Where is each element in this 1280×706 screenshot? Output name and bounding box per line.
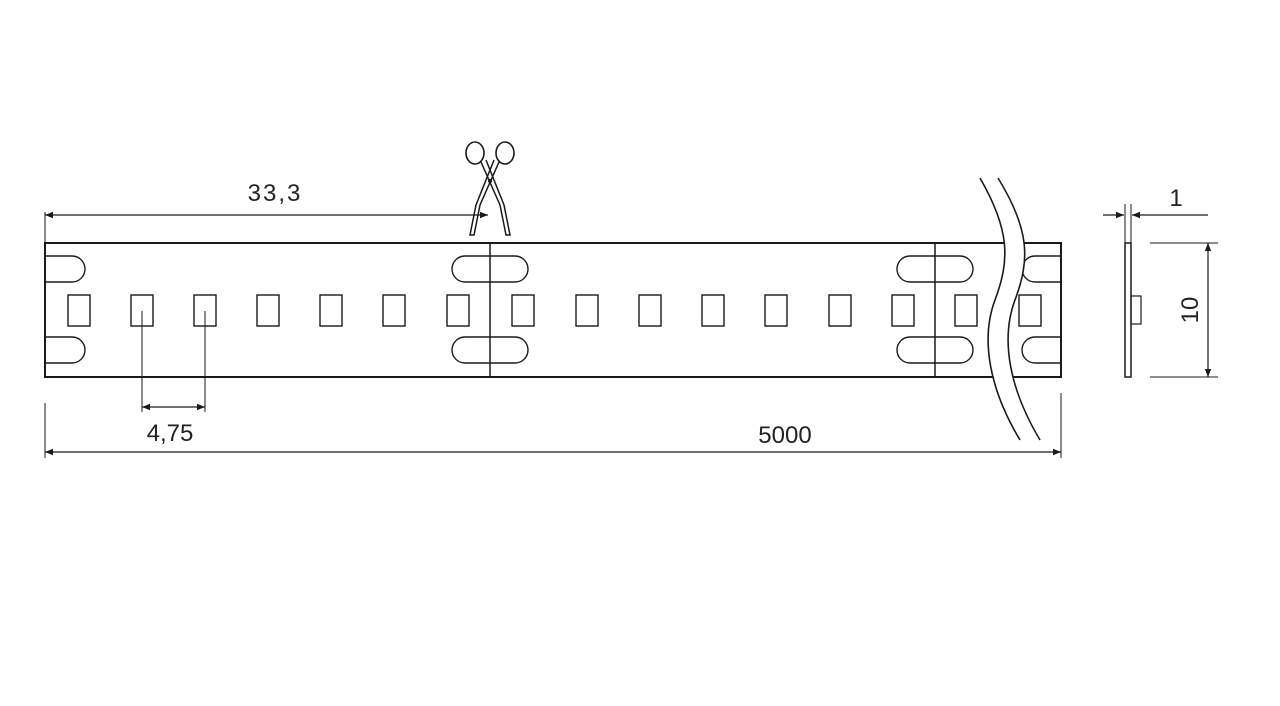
side-profile bbox=[1124, 242, 1132, 378]
side-view: 1 10 bbox=[1103, 185, 1218, 378]
break-mark bbox=[979, 177, 1041, 441]
led-chip bbox=[575, 294, 599, 327]
solder-pad bbox=[451, 336, 490, 364]
led-chip bbox=[701, 294, 725, 327]
led-chip bbox=[891, 294, 915, 327]
led-strip bbox=[44, 242, 1062, 378]
solder-pad bbox=[896, 255, 935, 283]
solder-pad bbox=[1021, 255, 1061, 283]
solder-pad bbox=[451, 255, 490, 283]
led-chip bbox=[828, 294, 852, 327]
side-led-chip bbox=[1130, 295, 1142, 325]
solder-pad bbox=[935, 336, 974, 364]
led-pitch-label: 4,75 bbox=[147, 420, 194, 447]
total-length-label: 5000 bbox=[758, 422, 811, 449]
scissors-icon bbox=[465, 141, 515, 236]
solder-pad bbox=[935, 255, 974, 283]
dimension-led-pitch: 4,75 bbox=[141, 311, 206, 447]
solder-pad bbox=[45, 336, 86, 364]
led-chip bbox=[446, 294, 470, 327]
led-chip bbox=[67, 294, 91, 327]
solder-pad bbox=[1021, 336, 1061, 364]
solder-pad bbox=[896, 336, 935, 364]
led-chip bbox=[954, 294, 978, 327]
break-line bbox=[997, 177, 1041, 441]
break-mask bbox=[980, 178, 1040, 440]
cut-pitch-label: 33,3 bbox=[248, 180, 303, 207]
led-chip bbox=[256, 294, 280, 327]
strip-outline bbox=[44, 242, 1062, 378]
led-chip bbox=[319, 294, 343, 327]
thickness-label: 1 bbox=[1169, 185, 1182, 212]
solder-pad bbox=[45, 255, 86, 283]
solder-pad bbox=[490, 255, 529, 283]
dimension-cut-pitch: 33,3 bbox=[44, 180, 488, 243]
width-label: 10 bbox=[1177, 297, 1204, 324]
led-chip bbox=[764, 294, 788, 327]
solder-pad-group bbox=[45, 255, 1061, 364]
led-chip-group bbox=[67, 294, 1042, 327]
solder-pad bbox=[490, 336, 529, 364]
led-chip bbox=[382, 294, 406, 327]
break-line bbox=[979, 177, 1021, 441]
led-chip bbox=[511, 294, 535, 327]
led-chip bbox=[638, 294, 662, 327]
led-chip bbox=[1018, 294, 1042, 327]
dimension-total-length: 5000 bbox=[44, 393, 1062, 458]
